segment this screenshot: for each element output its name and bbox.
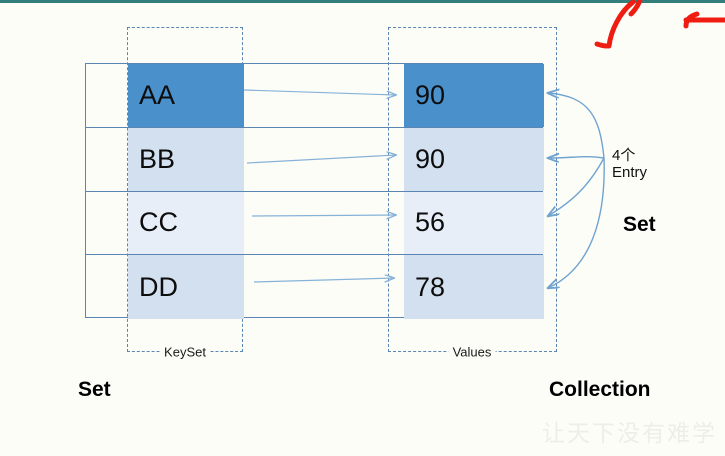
keyset-region-label: KeySet <box>160 344 210 360</box>
key-cell: BB <box>128 127 244 191</box>
value-cell: 90 <box>404 64 544 127</box>
values-region-label: Values <box>448 344 496 360</box>
red-pen-annotation <box>594 0 725 49</box>
entry-count-line-1: 4个 <box>612 147 636 164</box>
value-label: 90 <box>415 143 446 174</box>
key-cell: AA <box>128 64 244 127</box>
value-cell: 56 <box>404 191 544 255</box>
key-label: CC <box>139 207 178 238</box>
key-cell: CC <box>128 191 244 255</box>
table-row: DD 78 <box>86 255 544 319</box>
caption-collection-right: Collection <box>549 378 651 401</box>
entry-count-line-2: Entry <box>612 164 648 182</box>
key-cell: DD <box>128 255 244 319</box>
table-row: BB 90 <box>86 127 544 192</box>
entry-count-annotation: 4个 Entry <box>612 147 647 182</box>
caption-set-left: Set <box>78 378 111 401</box>
watermark: 让天下没有难学 <box>542 421 717 446</box>
value-cell: 90 <box>404 127 544 191</box>
key-label: AA <box>139 79 176 110</box>
value-label: 78 <box>415 271 446 302</box>
value-label: 56 <box>415 207 446 238</box>
value-label: 90 <box>415 79 446 110</box>
key-label: BB <box>139 143 176 174</box>
caption-set-bracket: Set <box>623 213 656 236</box>
top-rule <box>0 0 725 3</box>
map-table: AA 90 BB 90 CC 56 DD <box>85 63 544 319</box>
table-row: AA 90 <box>86 64 544 128</box>
table-row: CC 56 <box>86 191 544 256</box>
key-label: DD <box>139 271 178 302</box>
value-cell: 78 <box>404 255 544 319</box>
